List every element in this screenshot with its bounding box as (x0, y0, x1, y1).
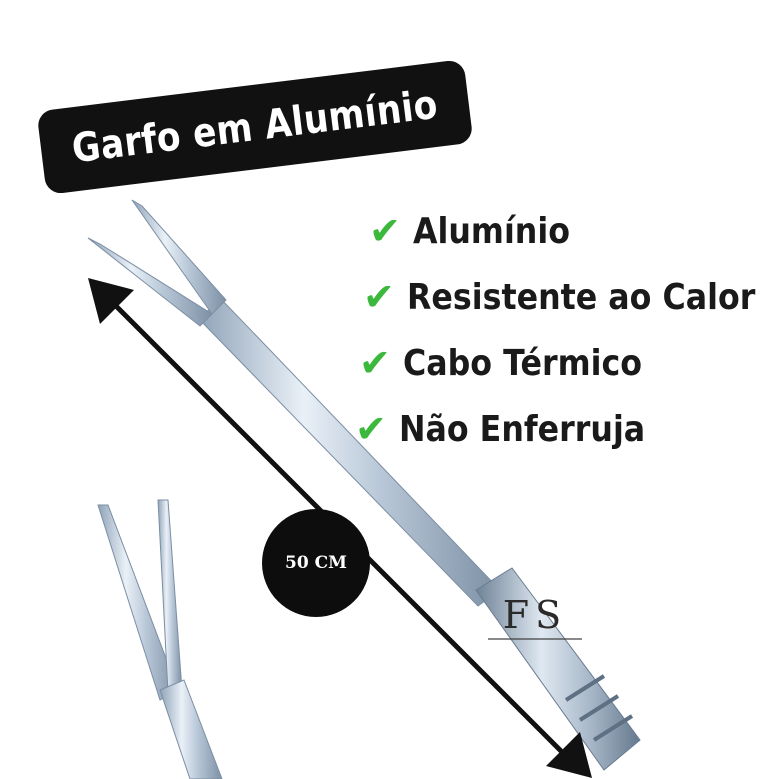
handle-ring-3 (592, 714, 634, 742)
feature-label: Não Enferruja (399, 408, 646, 450)
size-badge: 50 CM (262, 509, 370, 617)
feature-item: ✔ Resistente ao Calor (363, 264, 779, 330)
feature-label: Alumínio (413, 210, 570, 252)
feature-item: ✔ Cabo Térmico (359, 330, 779, 396)
check-icon: ✔ (359, 341, 391, 385)
feature-label: Resistente ao Calor (407, 276, 756, 318)
arrow-head-top (88, 278, 134, 324)
fork-detail-shaft (159, 679, 223, 779)
logo-divider (488, 638, 582, 640)
check-icon: ✔ (355, 407, 387, 451)
feature-item: ✔ Não Enferruja (355, 396, 779, 462)
check-icon: ✔ (363, 275, 395, 319)
feature-label: Cabo Térmico (403, 342, 643, 384)
fork-detail (97, 499, 223, 779)
fork-main (87, 199, 641, 771)
size-label: 50 CM (285, 553, 347, 573)
handle-ring-2 (578, 694, 620, 722)
fork-handle (475, 567, 641, 771)
handle-ring-1 (564, 674, 606, 702)
arrow-head-bottom (546, 732, 592, 778)
check-icon: ✔ (369, 209, 401, 253)
logo-mark: FS (502, 593, 568, 637)
brand-logo: FS (480, 596, 590, 666)
fork-tine-right (131, 199, 227, 315)
feature-item: ✔ Alumínio (369, 198, 779, 264)
feature-list: ✔ Alumínio ✔ Resistente ao Calor ✔ Cabo … (355, 198, 779, 462)
